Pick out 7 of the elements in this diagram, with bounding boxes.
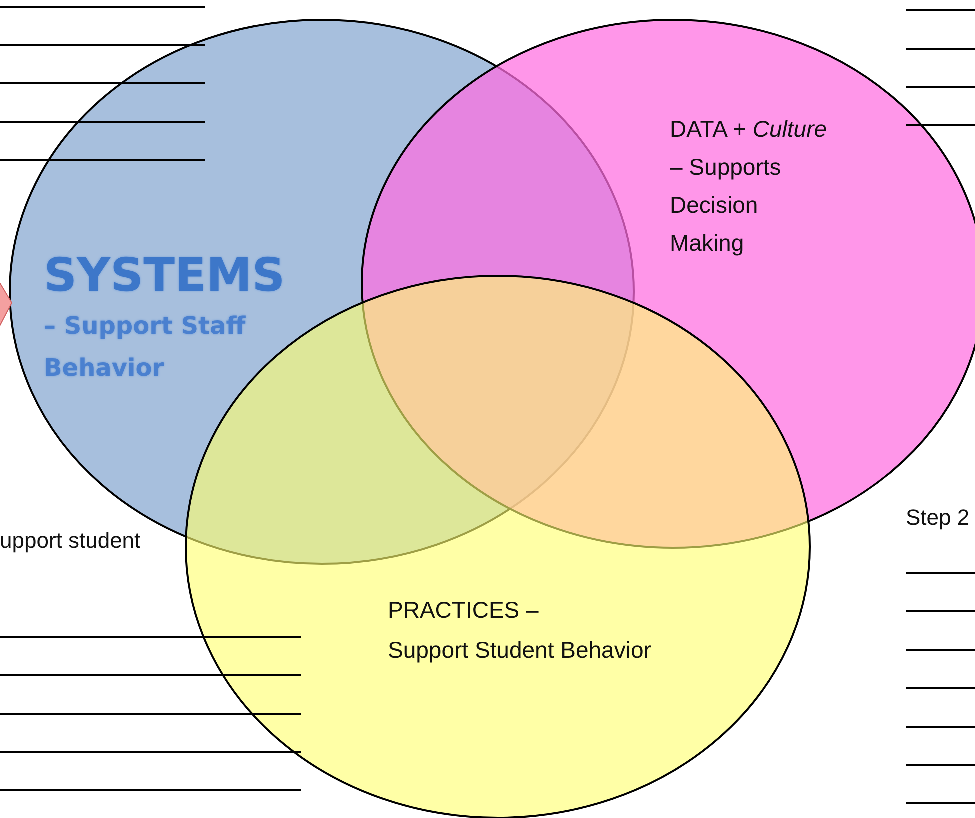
circle-heading: SYSTEMS: [44, 247, 286, 304]
circle-text: Support Student Behavior: [388, 636, 652, 665]
note-text: Step 2: [906, 505, 970, 531]
circle-text: – Support Staff Behavior: [44, 311, 247, 384]
circle-heading: PRACTICES –: [388, 596, 539, 625]
note-text: upport student: [0, 528, 141, 554]
circle-heading: DATA + Culture – Supports Decision Making: [670, 115, 828, 258]
